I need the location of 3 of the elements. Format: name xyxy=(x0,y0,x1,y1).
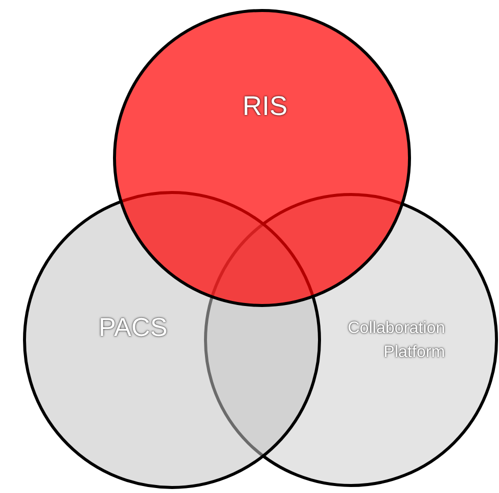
circle-label: PACS xyxy=(98,311,168,344)
circle-label: RIS xyxy=(241,90,288,123)
circle-label: Collaboration Platform xyxy=(346,318,445,363)
